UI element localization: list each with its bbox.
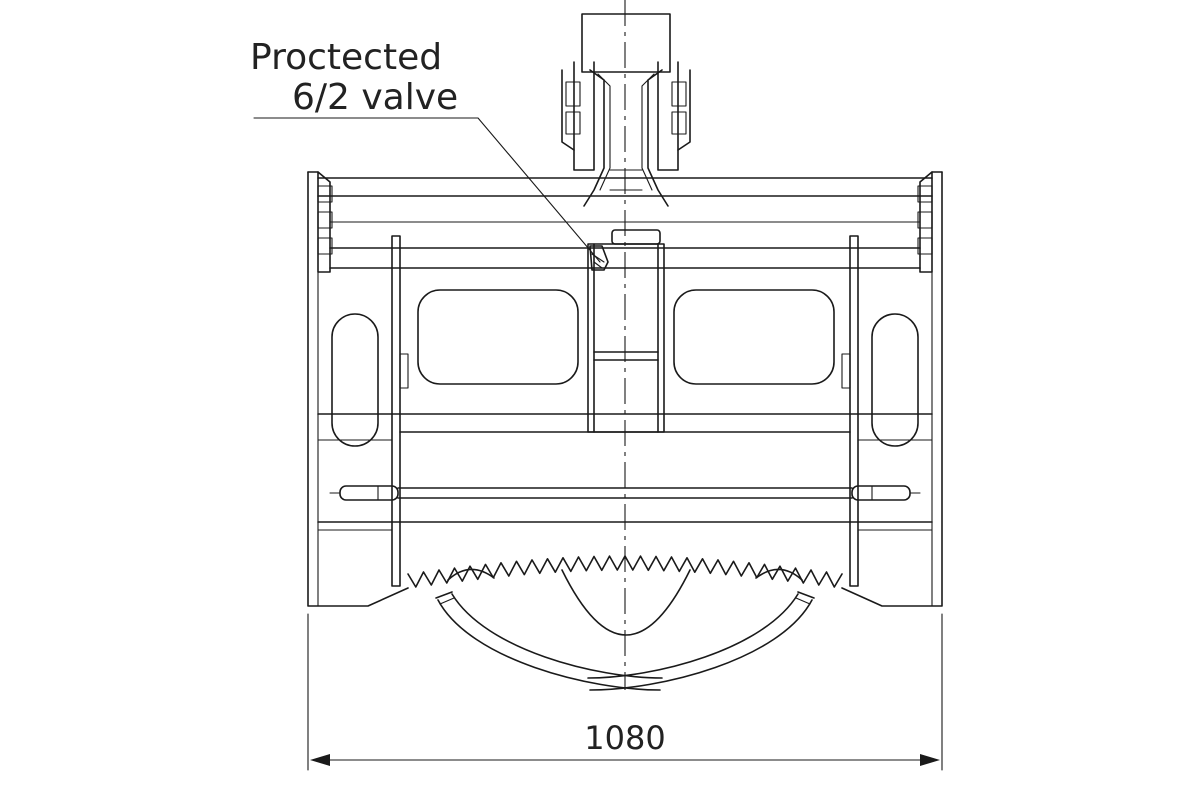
callout-line-1: Proctected — [250, 37, 442, 78]
dimension-arrow-left — [310, 754, 330, 766]
hydraulic-hoses — [435, 591, 815, 691]
dimension-value: 1080 — [584, 719, 665, 757]
central-hub — [587, 229, 665, 433]
protected-valve — [589, 245, 609, 271]
callout-line-2: 6/2 valve — [292, 77, 458, 118]
width-dimension: 1080 — [307, 613, 943, 771]
frame-cutouts — [331, 289, 919, 447]
dimension-arrow-right — [920, 754, 940, 766]
callout-leader-line — [253, 117, 601, 263]
valve-callout: Proctected 6/2 valve — [250, 37, 601, 263]
